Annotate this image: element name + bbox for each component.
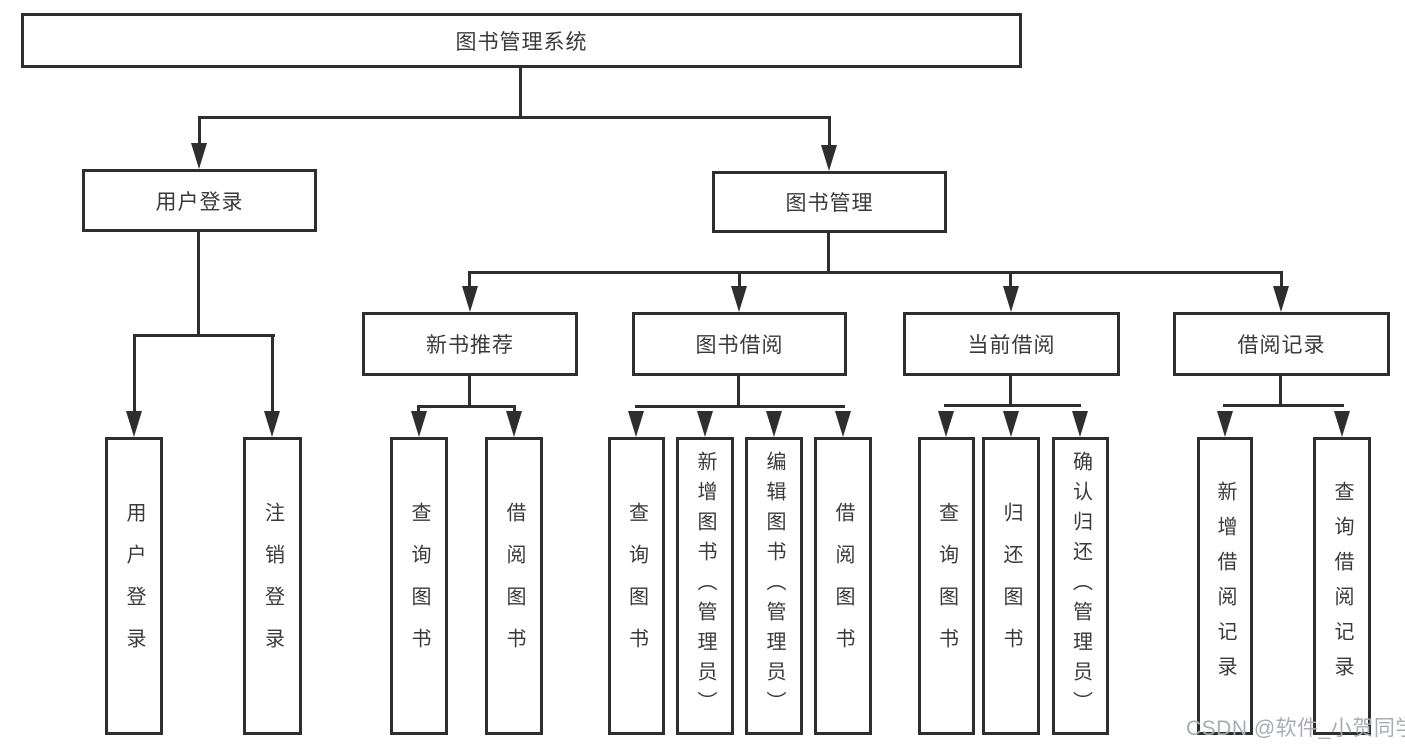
arrowhead-down-icon (191, 143, 207, 169)
arrowhead-down-icon (462, 286, 478, 312)
arrowhead-down-icon (821, 145, 837, 171)
connector-line (1009, 376, 1012, 407)
connector-line (737, 376, 740, 407)
connector-line (133, 334, 275, 337)
connector-line (417, 405, 516, 408)
watermark: CSDN @软件_小贺同学 (1186, 717, 1405, 740)
arrowhead-down-icon (835, 411, 851, 437)
connector-line (1280, 271, 1283, 289)
connector-line (1009, 271, 1012, 289)
node-label: 借阅记录 (1237, 334, 1326, 357)
leaf-label: 查询图书 (408, 502, 430, 670)
leaf-confirm-return-admin: 确认归还（管理员） (1052, 437, 1109, 735)
leaf-add-book-admin: 新增图书（管理员） (676, 437, 734, 735)
node-label: 用户登录 (155, 190, 244, 214)
arrowhead-down-icon (1334, 411, 1350, 437)
leaf-query-books-recommend: 查询图书 (390, 437, 448, 735)
connector-line (513, 405, 516, 414)
connector-line (417, 405, 420, 414)
leaf-label: 用户登录 (123, 502, 145, 670)
node-new-book-recommendation: 新书推荐 (362, 312, 578, 376)
leaf-label: 查询图书 (625, 502, 648, 670)
arrowhead-down-icon (411, 411, 427, 437)
leaf-user-login: 用户登录 (105, 437, 163, 735)
leaf-query-borrow-record: 查询借阅记录 (1313, 437, 1371, 735)
connector-line (197, 232, 200, 336)
leaf-edit-book-admin: 编辑图书（管理员） (745, 437, 803, 735)
arrowhead-down-icon (938, 411, 954, 437)
connector-line (468, 271, 471, 289)
connector-line (1223, 404, 1344, 407)
node-book-management: 图书管理 (712, 171, 947, 233)
arrowhead-down-icon (1003, 411, 1019, 437)
node-book-management-system: 图书管理系统 (21, 13, 1022, 68)
node-label: 当前借阅 (967, 334, 1056, 357)
arrowhead-down-icon (126, 411, 142, 437)
node-borrowing-records: 借阅记录 (1173, 312, 1390, 376)
leaf-add-borrow-record: 新增借阅记录 (1197, 437, 1253, 735)
connector-line (133, 334, 136, 414)
connector-line (468, 271, 1283, 274)
arrowhead-down-icon (1273, 286, 1289, 312)
connector-line (198, 116, 831, 119)
connector-line (1279, 376, 1282, 407)
node-user-login: 用户登录 (82, 169, 317, 232)
leaf-label: 编辑图书（管理员） (763, 451, 785, 721)
connector-line (827, 233, 830, 273)
node-label: 图书管理系统 (455, 30, 588, 54)
arrowhead-down-icon (264, 411, 280, 437)
leaf-label: 确认归还（管理员） (1069, 451, 1092, 721)
leaf-borrow-books-recommend: 借阅图书 (485, 437, 543, 735)
connector-line (738, 271, 741, 289)
node-book-borrowing: 图书借阅 (632, 312, 847, 376)
leaf-query-books-current: 查询图书 (918, 437, 975, 735)
leaf-label: 新增借阅记录 (1214, 481, 1236, 691)
leaf-label: 查询借阅记录 (1331, 481, 1353, 691)
leaf-label: 借阅图书 (832, 502, 854, 670)
connector-line (944, 404, 1081, 407)
connector-line (828, 116, 831, 148)
leaf-label: 新增图书（管理员） (694, 451, 716, 721)
leaf-return-book: 归还图书 (982, 437, 1040, 735)
arrowhead-down-icon (766, 411, 782, 437)
leaf-borrow-books-borrowing: 借阅图书 (814, 437, 872, 735)
leaf-label: 注销登录 (261, 502, 284, 670)
connector-line (635, 405, 845, 408)
node-label: 图书管理 (785, 192, 874, 215)
arrowhead-down-icon (1003, 286, 1019, 312)
arrowhead-down-icon (1072, 411, 1088, 437)
arrowhead-down-icon (628, 411, 644, 437)
connector-line (468, 376, 471, 407)
leaf-query-books-borrowing: 查询图书 (608, 437, 665, 735)
arrowhead-down-icon (506, 411, 522, 437)
connector-line (519, 68, 522, 118)
arrowhead-down-icon (697, 411, 713, 437)
node-label: 新书推荐 (426, 334, 514, 357)
leaf-label: 查询图书 (935, 502, 958, 670)
connector-line (271, 334, 274, 414)
leaf-label: 借阅图书 (503, 502, 525, 670)
arrowhead-down-icon (731, 286, 747, 312)
node-label: 图书借阅 (695, 334, 784, 357)
connector-line (198, 116, 201, 146)
leaf-label: 归还图书 (1000, 502, 1022, 670)
leaf-logout: 注销登录 (243, 437, 302, 735)
arrowhead-down-icon (1217, 411, 1233, 437)
node-current-borrowing: 当前借阅 (903, 312, 1120, 376)
